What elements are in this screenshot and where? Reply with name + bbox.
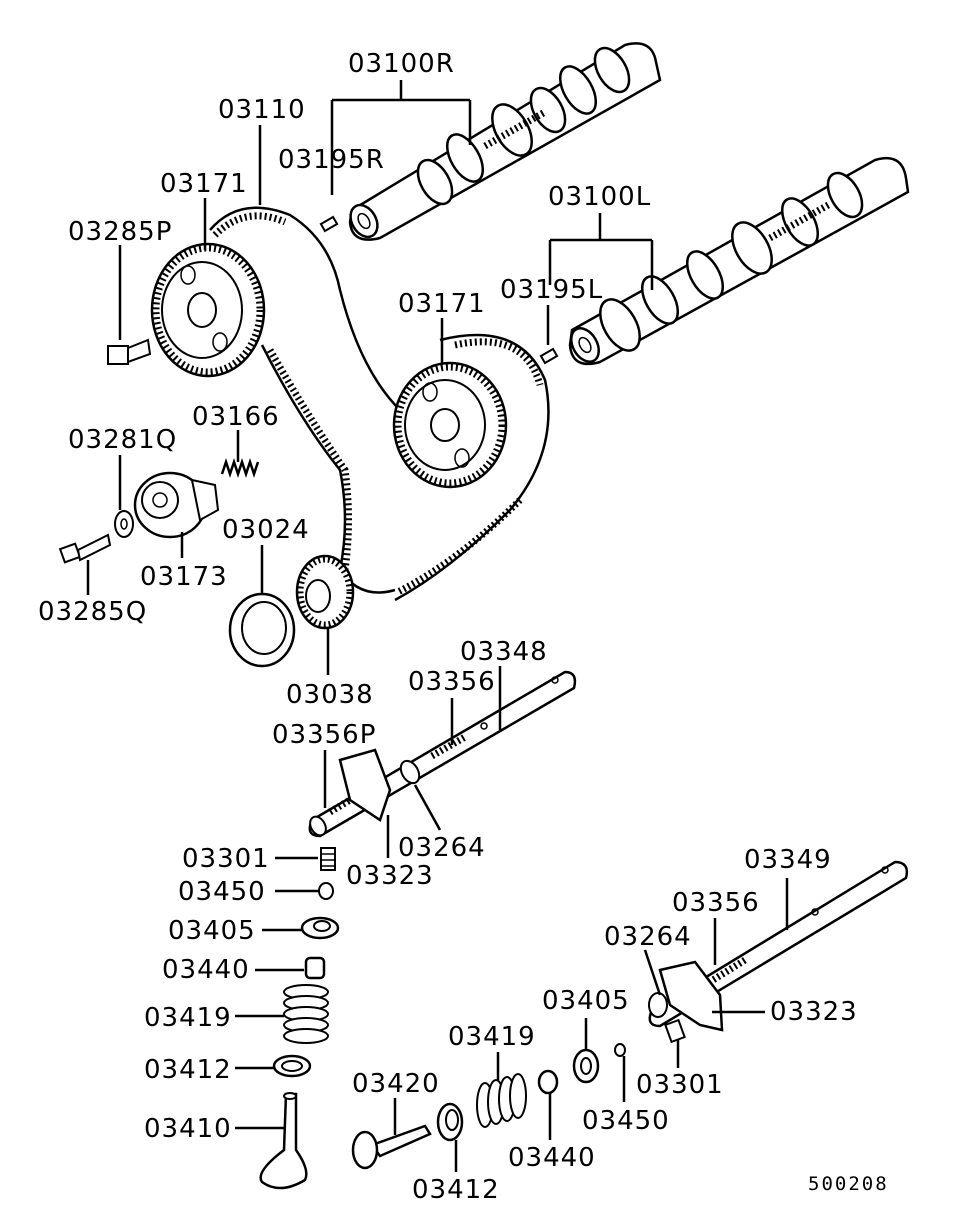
valve-a [259,1092,308,1190]
label-03450-lower: 03450 [582,1106,670,1136]
label-03356-lower: 03356 [672,888,760,918]
label-03356-upper: 03356 [408,667,496,697]
label-03440-lower: 03440 [508,1143,596,1173]
timing-belt [209,206,550,602]
camshaft-left [568,156,910,366]
label-03264-upper: 03264 [398,833,486,863]
bolt-upper [107,338,152,365]
label-03419-lower: 03419 [448,1022,536,1052]
label-03412-left: 03412 [144,1055,232,1085]
label-03195L: 03195L [500,275,603,305]
label-03100L: 03100L [548,182,651,212]
rocker-shaft-lower [648,860,909,1032]
label-03348: 03348 [460,637,548,667]
diagram-code: 500208 [808,1173,889,1195]
retainer-lock-b [614,1043,626,1057]
label-03450-left: 03450 [178,877,266,907]
label-03301-left: 03301 [182,844,270,874]
washer [114,510,134,538]
label-03038: 03038 [286,680,374,710]
label-03195R: 03195R [278,145,385,175]
label-03349: 03349 [744,845,832,875]
dowel-pin-right [319,215,339,233]
spring-small [220,458,260,478]
retainer-a [300,916,340,940]
valve-spring-b [476,1073,527,1128]
label-03173: 03173 [140,562,228,592]
valve-b [351,1124,432,1170]
stem-seal-a [304,956,326,980]
cover [228,592,296,668]
label-03405-lower: 03405 [542,986,630,1016]
bolt-lower [58,533,112,564]
label-03285Q: 03285Q [38,597,147,627]
label-03412-lower: 03412 [412,1175,500,1205]
camshaft-right [348,42,662,241]
crank-sprocket [295,554,355,630]
leader-lines [86,80,789,1172]
label-03100R: 03100R [348,49,455,79]
label-03440-left: 03440 [162,955,250,985]
label-03285P: 03285P [68,217,172,247]
retainer-b [572,1048,600,1084]
callout-labels: 03100R 03110 03195R 03171 03285P 03100L … [38,49,889,1205]
sprocket-upper [150,242,266,378]
label-03024: 03024 [222,515,310,545]
label-03171-upper: 03171 [160,169,248,199]
label-03405-left: 03405 [168,916,256,946]
sprocket-lower [392,361,508,489]
retainer-lock-a [318,882,334,900]
adjuster-a [320,847,336,871]
tensioner [133,471,220,539]
label-03166: 03166 [192,402,280,432]
valve-spring-a [283,984,329,1044]
label-03323-lower: 03323 [770,997,858,1027]
rocker-shaft-upper [308,670,577,838]
label-03281Q: 03281Q [68,425,177,455]
label-03323-upper: 03323 [346,861,434,891]
label-03410: 03410 [144,1114,232,1144]
label-03264-lower: 03264 [604,922,692,952]
spring-seat-a [272,1054,312,1078]
spring-seat-b [436,1102,464,1142]
label-03110: 03110 [218,95,306,125]
label-03171-lower: 03171 [398,289,486,319]
label-03420: 03420 [352,1069,440,1099]
dowel-pin-left [539,347,559,365]
stem-seal-b [537,1069,559,1095]
adjuster-b [664,1018,686,1044]
label-03419-left: 03419 [144,1003,232,1033]
label-03356P: 03356P [272,720,376,750]
label-03301-lower: 03301 [636,1070,724,1100]
